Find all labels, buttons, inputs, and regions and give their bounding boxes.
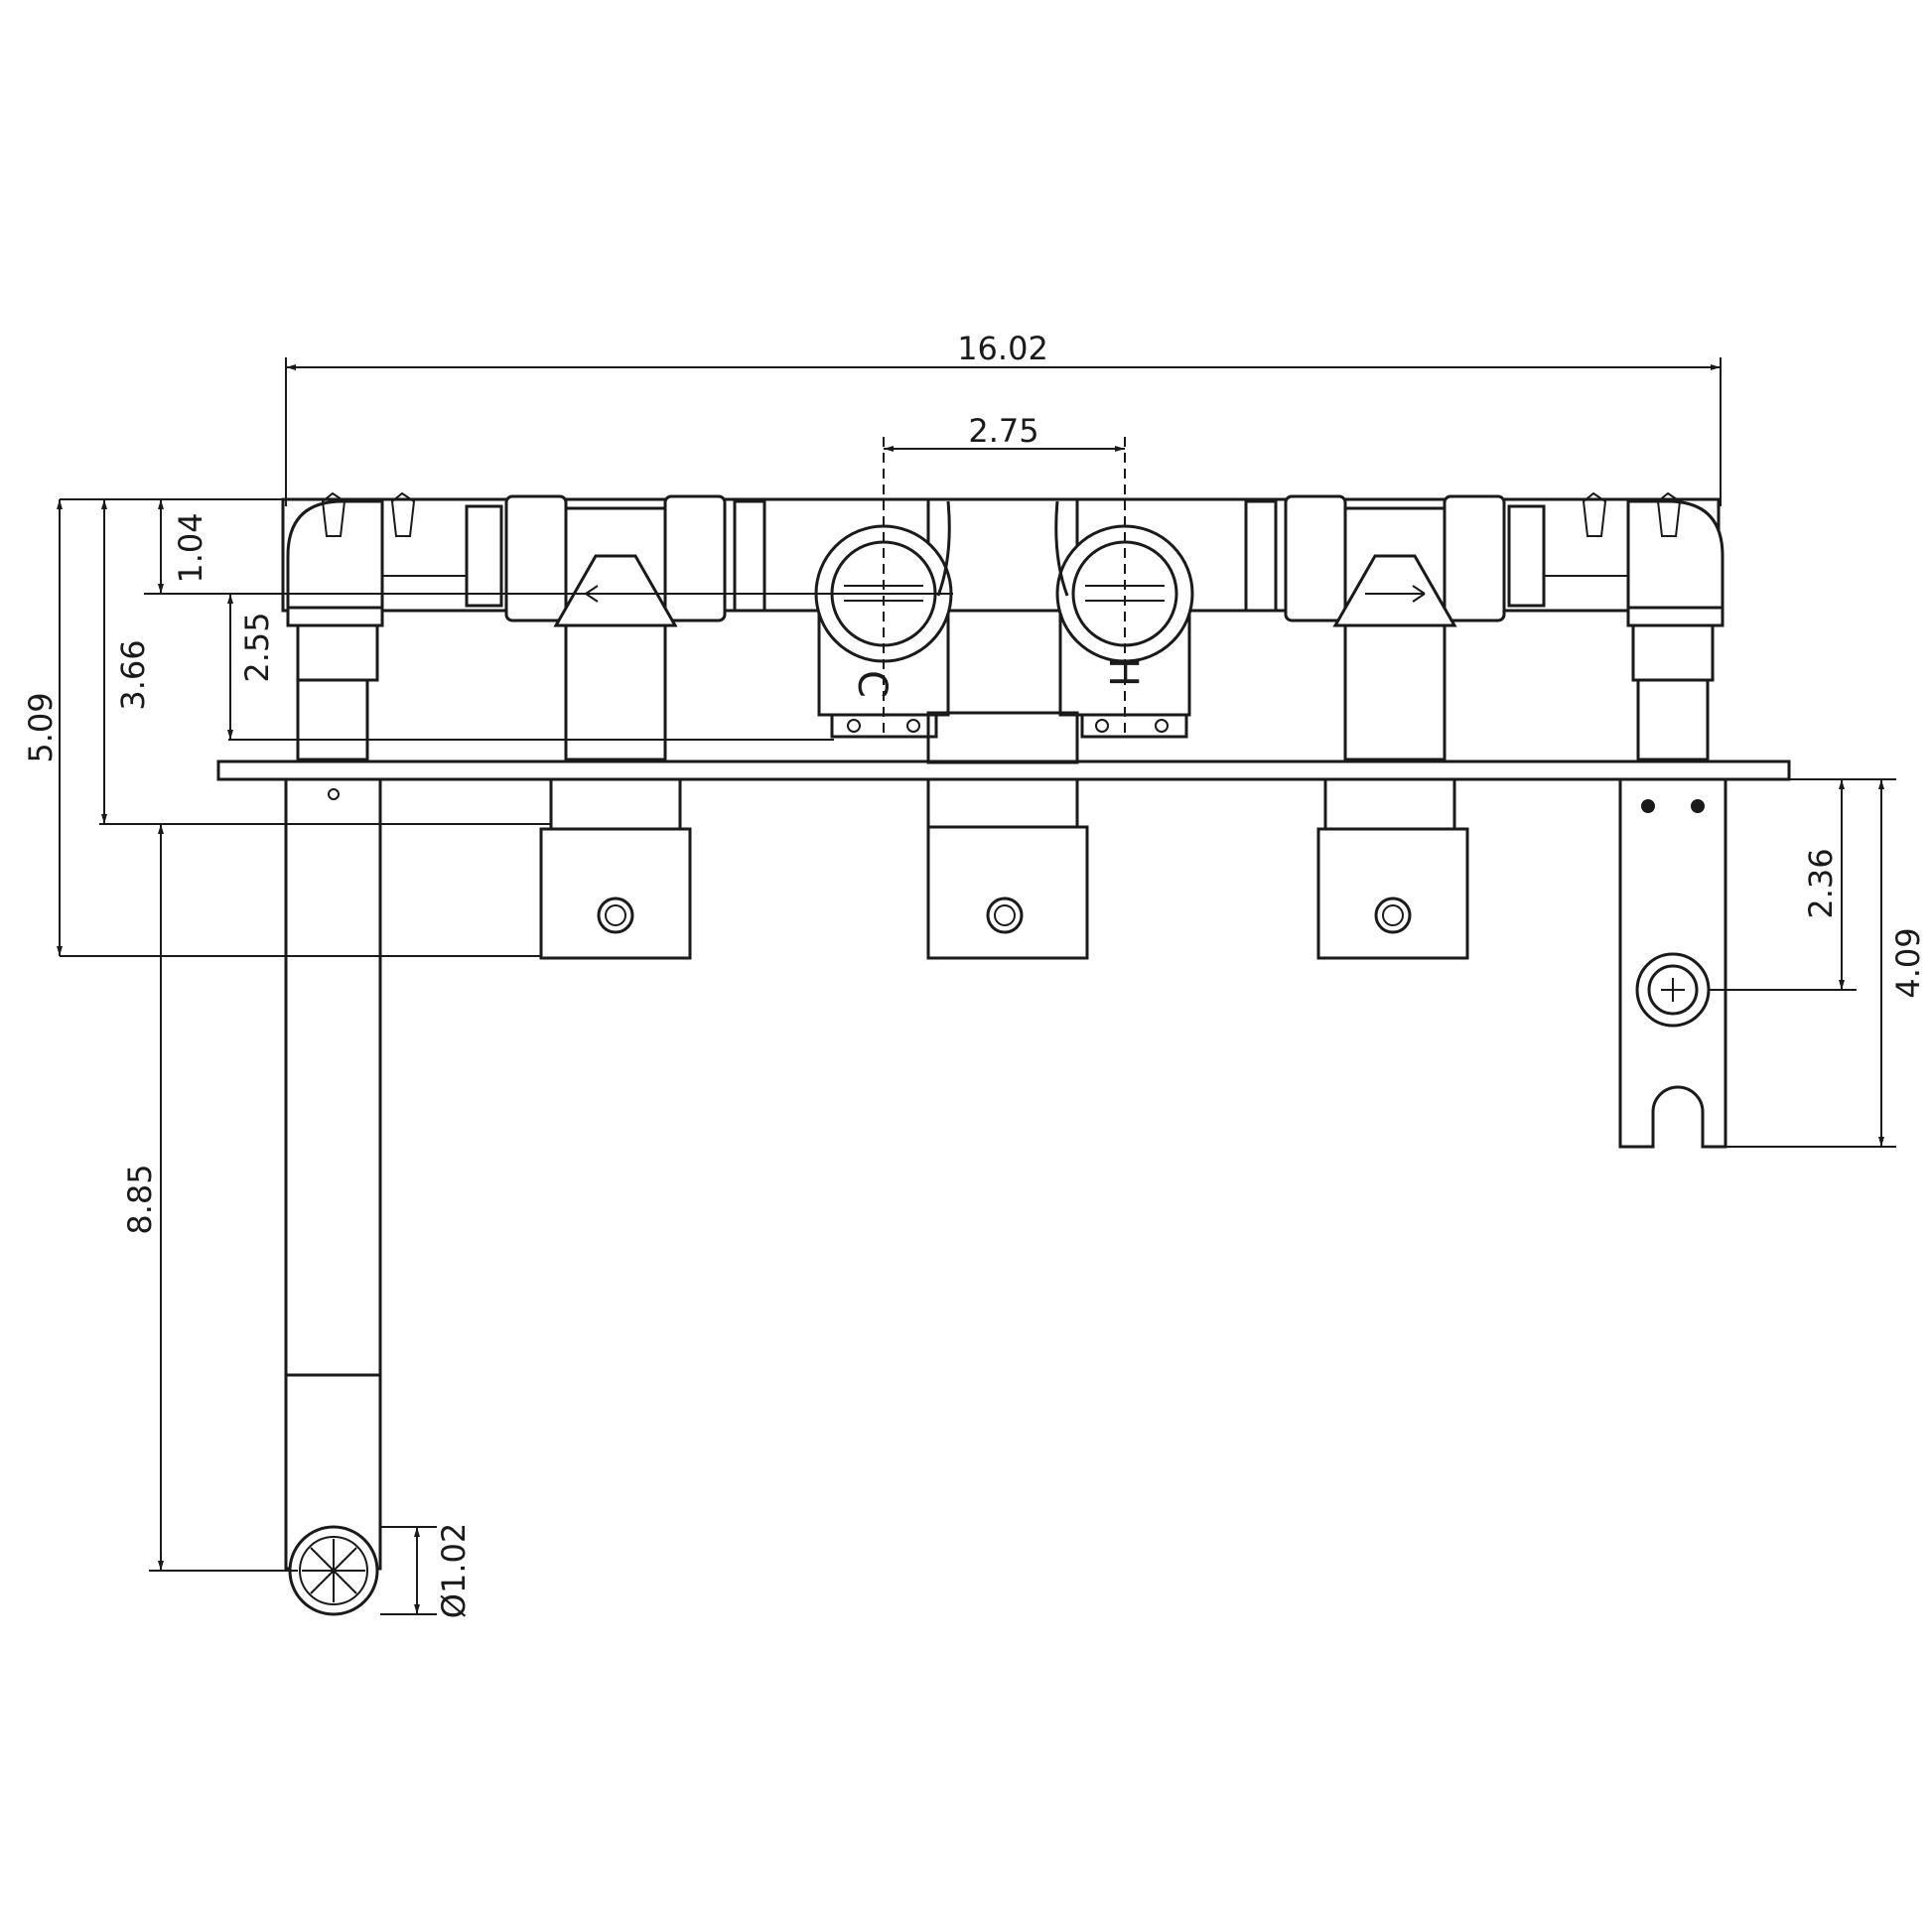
dim-top-to-valve-center: 1.04: [172, 512, 209, 583]
dim-valve-center-to-plate: 2.55: [238, 612, 276, 682]
dim-valve-spacing: 2.75: [968, 412, 1038, 450]
dim-spout-length: 8.85: [121, 1164, 159, 1234]
thermostatic-mixer-body: C H: [814, 497, 1194, 764]
cold-label: C: [849, 670, 895, 698]
hand-shower-holder: [1618, 777, 1727, 1149]
bath-spout: [284, 777, 382, 1616]
cold-inlet: C: [814, 524, 953, 739]
diverter-handle-right: [1316, 777, 1469, 960]
left-diverter-valve: [504, 494, 766, 761]
left-elbow-fitting: [286, 491, 503, 761]
dim-top-to-handle-front: 5.09: [22, 692, 60, 762]
dim-spout-diameter: Ø1.02: [435, 1523, 473, 1618]
hot-inlet: H: [1055, 524, 1194, 739]
valve-body-assembly: C H: [281, 491, 1725, 764]
dim-top-to-plate-front: 3.66: [114, 639, 152, 710]
dim-holder-height: 4.09: [1889, 927, 1927, 998]
hot-label: H: [1100, 657, 1146, 687]
thermostat-handle: [926, 777, 1089, 960]
diverter-handle-left: [539, 777, 692, 960]
wall-plate: [216, 759, 1791, 781]
dim-hook-to-holder-center: 2.36: [1802, 848, 1840, 918]
trim-assembly: [284, 777, 1727, 1616]
right-elbow-fitting: [1507, 491, 1725, 761]
dim-overall-width: 16.02: [957, 330, 1048, 367]
dimension-lines: 16.02 2.75 5.09 3.66 1.04 2.55 8.85 Ø1.0…: [22, 330, 1927, 1618]
right-diverter-valve: [1244, 494, 1506, 761]
